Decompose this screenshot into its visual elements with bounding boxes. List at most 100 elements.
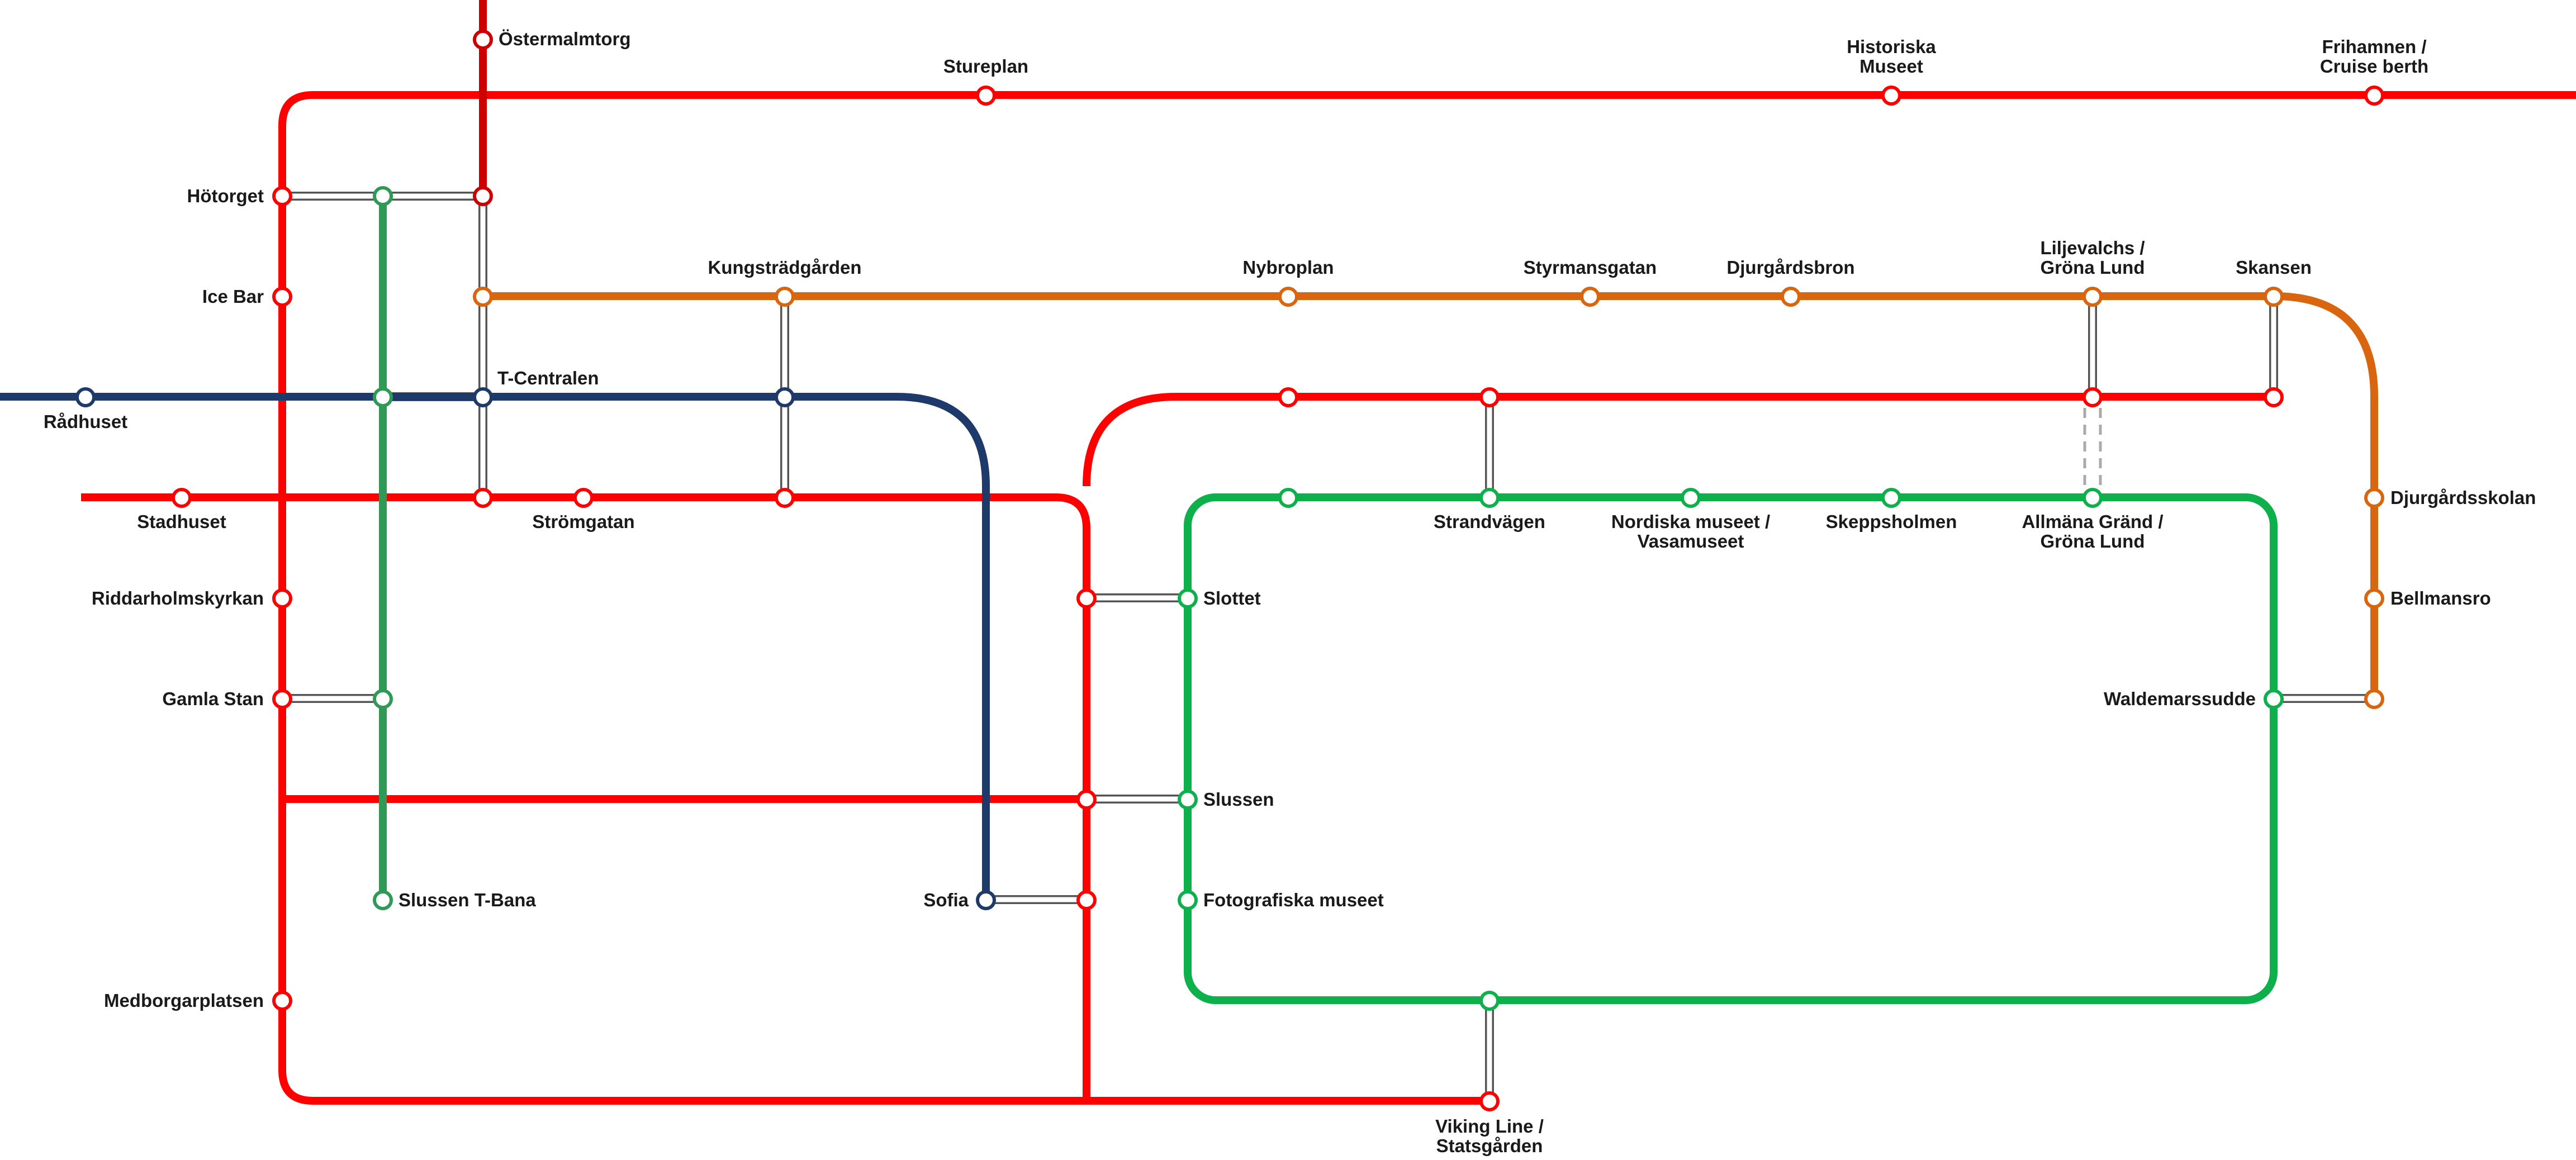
label-allmana-2: Gröna Lund: [2041, 531, 2145, 552]
label-nybroplan: Nybroplan: [1242, 257, 1334, 278]
stop-stadhuset[interactable]: [172, 488, 192, 508]
stop-stureplan[interactable]: [976, 85, 996, 106]
stop-radhuset[interactable]: [75, 387, 96, 407]
label-ostermalmtorg: Östermalmtorg: [499, 28, 631, 49]
stop-skeppsholmen[interactable]: [1881, 488, 1901, 508]
label-sofia: Sofia: [923, 890, 969, 910]
stop-gamla-stan[interactable]: [272, 689, 292, 709]
label-stureplan: Stureplan: [943, 56, 1028, 77]
stop-skansen-red[interactable]: [2264, 387, 2284, 407]
stop-nordiska-museet[interactable]: [1681, 488, 1701, 508]
stop-strandvagen-red[interactable]: [1479, 387, 1500, 407]
label-slottet: Slottet: [1203, 588, 1261, 608]
stop-slottet-red[interactable]: [1076, 588, 1097, 608]
stop-gamla-stan-metro[interactable]: [373, 689, 393, 709]
stop-kungstradgarden-red[interactable]: [775, 488, 795, 508]
red-line-stadhuset: [81, 493, 1090, 1101]
label-medborgarplatsen: Medborgarplatsen: [104, 990, 264, 1011]
stop-historiska-museet[interactable]: [1881, 85, 1901, 106]
stop-kungstradgarden-orange[interactable]: [775, 287, 795, 307]
stop-viking-line[interactable]: [1479, 1091, 1500, 1111]
label-djurgardsbron: Djurgårdsbron: [1726, 257, 1854, 278]
stop-tcentralen-red[interactable]: [473, 488, 493, 508]
stop-slussen-red[interactable]: [1076, 790, 1097, 810]
label-kungstradgarden: Kungsträdgården: [708, 257, 861, 278]
label-allmana-1: Allmäna Gränd /: [2022, 511, 2163, 532]
green-loop-line: [1184, 493, 2278, 1004]
label-skansen: Skansen: [2236, 257, 2312, 278]
stop-nybroplan-orange[interactable]: [1278, 287, 1298, 307]
stop-bellmansro[interactable]: [2364, 588, 2384, 608]
stop-hotorget-red[interactable]: [272, 186, 292, 206]
stop-hotorget-metro[interactable]: [373, 186, 393, 206]
label-historiska-2: Museet: [1859, 56, 1923, 77]
stop-tcentralen-metro[interactable]: [373, 387, 393, 407]
label-skeppsholmen: Skeppsholmen: [1826, 511, 1957, 532]
stop-riddarholmskyrkan[interactable]: [272, 588, 292, 608]
label-viking-2: Statsgården: [1436, 1135, 1543, 1156]
stop-ice-bar[interactable]: [272, 287, 292, 307]
stop-liljevalchs-red[interactable]: [2082, 387, 2103, 407]
stop-hotorget-darkred[interactable]: [473, 186, 493, 206]
label-historiska-1: Historiska: [1847, 36, 1936, 57]
stop-slussen[interactable]: [1178, 790, 1198, 810]
stop-styrmansgatan[interactable]: [1580, 287, 1600, 307]
label-ice-bar: Ice Bar: [202, 286, 264, 307]
stop-slussen-tbana[interactable]: [373, 890, 393, 910]
label-slussen: Slussen: [1203, 789, 1274, 810]
label-stadhuset: Stadhuset: [137, 511, 226, 532]
stop-sofia-red[interactable]: [1076, 890, 1097, 910]
stop-allmana-grand[interactable]: [2082, 488, 2103, 508]
lines: [0, 0, 2576, 1105]
stop-waldemarssudde[interactable]: [2264, 689, 2284, 709]
label-stromgatan: Strömgatan: [532, 511, 634, 532]
orange-line-djurgarden: [483, 292, 2378, 698]
label-gamla-stan: Gamla Stan: [162, 688, 264, 709]
red-line-nybroplan-branch: [1083, 393, 2274, 487]
transfer-allmana-grand: [2083, 408, 2102, 486]
stop-ostermalmtorg[interactable]: [473, 30, 493, 50]
label-riddarholmskyrkan: Riddarholmskyrkan: [92, 588, 264, 608]
label-fotografiska: Fotografiska museet: [1203, 890, 1384, 910]
red-line-main-loop: [278, 91, 2576, 1105]
stop-djurgardsbron[interactable]: [1781, 287, 1801, 307]
label-djurgardsskolan: Djurgårdsskolan: [2390, 487, 2536, 508]
transfer-connectors: [282, 192, 2374, 1101]
stop-orange-terminus[interactable]: [473, 287, 493, 307]
stop-liljevalchs[interactable]: [2082, 287, 2103, 307]
label-waldemarssudde: Waldemarssudde: [2104, 688, 2256, 709]
label-hotorget: Hötorget: [187, 186, 264, 206]
navy-line: [0, 393, 990, 900]
stop-tcentralen[interactable]: [473, 387, 493, 407]
stop-slottet[interactable]: [1178, 588, 1198, 608]
label-radhuset: Rådhuset: [44, 411, 127, 432]
stop-djurgardsskolan[interactable]: [2364, 488, 2384, 508]
stop-kungstradgarden-navy[interactable]: [775, 387, 795, 407]
station-labels: Östermalmtorg Stureplan Historiska Musee…: [44, 28, 2536, 1156]
label-nordiska-2: Vasamuseet: [1638, 531, 1744, 552]
stop-skansen[interactable]: [2264, 287, 2284, 307]
label-viking-1: Viking Line /: [1435, 1116, 1544, 1137]
stop-green-nybroplan[interactable]: [1278, 488, 1298, 508]
stop-nybroplan-red[interactable]: [1278, 387, 1298, 407]
label-nordiska-1: Nordiska museet /: [1611, 511, 1770, 532]
station-markers: [75, 30, 2384, 1111]
stop-strandvagen[interactable]: [1479, 488, 1500, 508]
stop-medborgarplatsen[interactable]: [272, 991, 292, 1011]
stop-waldemarssudde-orange[interactable]: [2364, 689, 2384, 709]
stop-fotografiska[interactable]: [1178, 890, 1198, 910]
stop-viking-line-green[interactable]: [1479, 991, 1500, 1011]
label-slussen-tbana: Slussen T-Bana: [399, 890, 536, 910]
label-bellmansro: Bellmansro: [2390, 588, 2491, 608]
stop-stromgatan[interactable]: [573, 488, 594, 508]
label-liljevalchs-1: Liljevalchs /: [2040, 237, 2145, 258]
stop-frihamnen[interactable]: [2364, 85, 2384, 106]
stop-sofia[interactable]: [976, 890, 996, 910]
label-frihamnen-2: Cruise berth: [2320, 56, 2428, 77]
label-frihamnen-1: Frihamnen /: [2322, 36, 2426, 57]
label-t-centralen: T-Centralen: [497, 368, 599, 388]
label-strandvagen: Strandvägen: [1434, 511, 1545, 532]
label-liljevalchs-2: Gröna Lund: [2041, 257, 2145, 278]
label-styrmansgatan: Styrmansgatan: [1524, 257, 1657, 278]
